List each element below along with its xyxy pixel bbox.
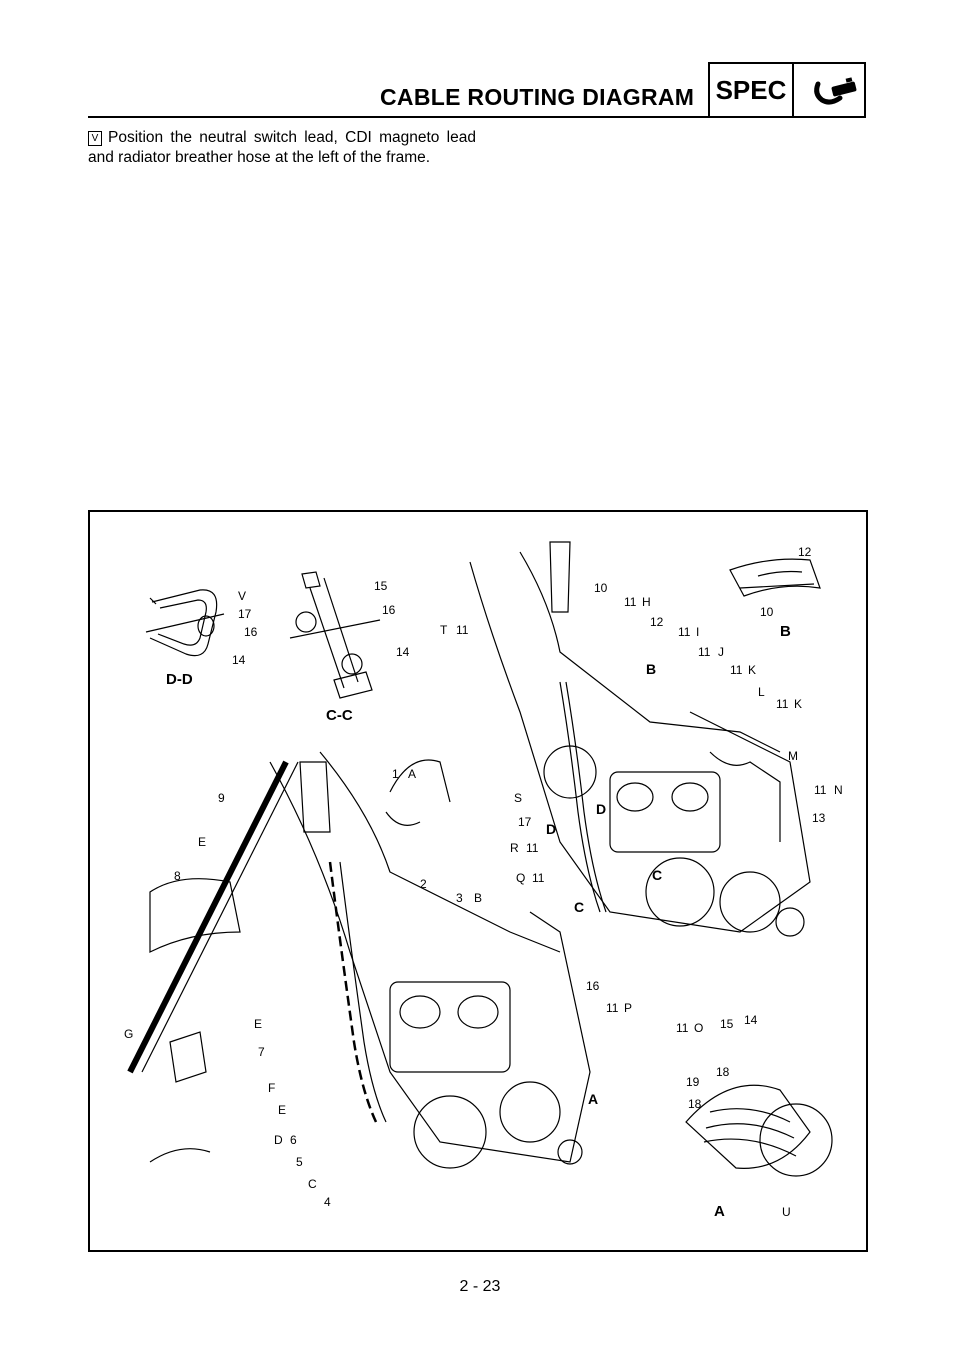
letter-P: P <box>624 1001 632 1015</box>
callout-16c: 16 <box>586 979 600 993</box>
callout-11-Q: 11 <box>532 871 545 885</box>
callout-16b: 16 <box>382 603 396 617</box>
callout-14: 14 <box>232 653 246 667</box>
letter-I: I <box>696 625 699 639</box>
view-marker-d2: D <box>546 821 556 837</box>
callout-10b: 10 <box>760 605 774 619</box>
letter-Q: Q <box>516 871 525 885</box>
letter-N: N <box>834 783 843 797</box>
callout-6: 6 <box>290 1133 297 1147</box>
callout-11-P: 11 <box>606 1001 619 1015</box>
callout-1: 1 <box>392 767 399 781</box>
note-text: Position the neutral switch lead, CDI ma… <box>88 129 476 166</box>
callout-11-I: 11 <box>678 625 691 639</box>
callout-13: 13 <box>812 811 826 825</box>
letter-O: O <box>694 1021 703 1035</box>
page-number: 2 - 23 <box>459 1278 501 1295</box>
letter-L: L <box>758 685 765 699</box>
section-label-dd: D-D <box>166 671 193 688</box>
callout-3: 3 <box>456 891 463 905</box>
letter-V-box: V <box>238 589 246 603</box>
letter-E-1: E <box>198 835 206 849</box>
letter-B-box: B <box>474 891 482 905</box>
letter-K: K <box>748 663 756 677</box>
callout-18b: 18 <box>716 1065 730 1079</box>
callout-15b: 15 <box>720 1017 734 1031</box>
callout-8: 8 <box>174 869 181 883</box>
header-rule <box>88 116 708 118</box>
callout-11-J: 11 <box>698 645 711 659</box>
callout-15: 15 <box>374 579 388 593</box>
section-label-a: A <box>714 1203 725 1220</box>
callout-7: 7 <box>258 1045 265 1059</box>
callout-9: 9 <box>218 791 225 805</box>
callout-11-K: 11 <box>730 663 743 677</box>
letter-J: J <box>718 645 724 659</box>
callout-2: 2 <box>420 877 427 891</box>
callout-10: 10 <box>594 581 608 595</box>
callout-17: 17 <box>238 607 252 621</box>
callout-11-T: 11 <box>456 623 469 637</box>
wrench-gauge-icon <box>814 77 857 105</box>
section-label-cc: C-C <box>326 707 353 724</box>
letter-H: H <box>642 595 651 609</box>
callout-11-K2: 11 <box>776 697 789 711</box>
callout-19: 19 <box>686 1075 700 1089</box>
cable-routing-figure: V 17 16 14 D-D 15 16 14 C-C 12 10 B 10 1… <box>88 510 868 1252</box>
callout-14b: 14 <box>396 645 410 659</box>
callout-4: 4 <box>324 1195 331 1209</box>
view-marker-b: B <box>646 661 656 677</box>
callout-14c: 14 <box>744 1013 758 1027</box>
view-marker-d1: D <box>596 801 606 817</box>
letter-R: R <box>510 841 519 855</box>
letter-E-2: E <box>254 1017 262 1031</box>
view-marker-c1: C <box>652 867 662 883</box>
section-tab: SPEC <box>708 62 866 118</box>
callout-12: 12 <box>798 545 812 559</box>
letter-E-3: E <box>278 1103 286 1117</box>
callout-5: 5 <box>296 1155 303 1169</box>
view-marker-c2: C <box>574 899 584 915</box>
callout-12b: 12 <box>650 615 664 629</box>
callout-11-H: 11 <box>624 595 637 609</box>
letter-M: M <box>788 749 798 763</box>
letter-G: G <box>124 1027 133 1041</box>
callout-11-O: 11 <box>676 1021 689 1035</box>
letter-U: U <box>782 1205 791 1219</box>
section-label-b: B <box>780 623 791 640</box>
callout-18: 18 <box>688 1097 702 1111</box>
diagram-illustration: V 17 16 14 D-D 15 16 14 C-C 12 10 B 10 1… <box>124 541 843 1220</box>
view-marker-a: A <box>588 1091 598 1107</box>
letter-D: D <box>274 1133 283 1147</box>
letter-K2: K <box>794 697 802 711</box>
callout-11-N: 11 <box>814 783 827 797</box>
letter-T: T <box>440 623 448 637</box>
letter-F: F <box>268 1081 275 1095</box>
callout-16: 16 <box>244 625 258 639</box>
callout-11-R: 11 <box>526 841 539 855</box>
section-label: SPEC <box>710 64 794 116</box>
callout-17b: 17 <box>518 815 532 829</box>
note-marker: V <box>88 131 102 146</box>
letter-S: S <box>514 791 522 805</box>
letter-C: C <box>308 1177 317 1191</box>
letter-A-box: A <box>408 767 416 781</box>
page-title: CABLE ROUTING DIAGRAM <box>380 84 695 110</box>
